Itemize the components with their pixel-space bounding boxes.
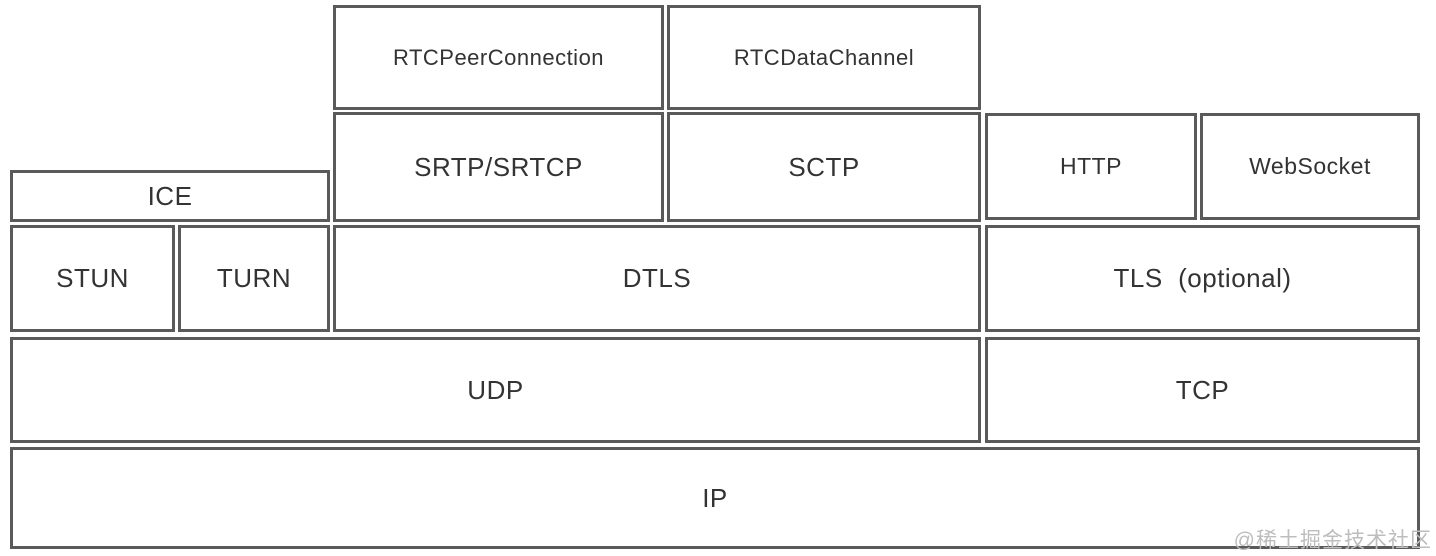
box-websocket: WebSocket [1200, 113, 1420, 220]
box-rtcpeerconnection: RTCPeerConnection [333, 5, 664, 110]
box-ice: ICE [10, 170, 330, 222]
box-dtls: DTLS [333, 225, 981, 332]
box-label: IP [702, 482, 728, 513]
box-label: HTTP [1059, 153, 1123, 179]
box-sctp: SCTP [667, 112, 981, 222]
box-http: HTTP [985, 113, 1197, 220]
box-rtcdatachannel: RTCDataChannel [667, 5, 981, 110]
box-udp: UDP [10, 337, 981, 443]
box-stun: STUN [10, 225, 175, 332]
box-label: RTCPeerConnection [392, 44, 605, 70]
box-label: SCTP [788, 151, 860, 182]
box-tcp: TCP [985, 337, 1420, 443]
box-ip: IP [10, 447, 1420, 549]
box-label: WebSocket [1249, 153, 1371, 179]
box-tls-optional: TLS (optional) [985, 225, 1420, 332]
box-label: DTLS [622, 263, 692, 293]
box-label: STUN [56, 263, 129, 293]
box-label: ICE [147, 180, 193, 211]
box-srtp-srtcp: SRTP/SRTCP [333, 112, 664, 222]
box-turn: TURN [178, 225, 330, 332]
box-label: TLS (optional) [1113, 263, 1292, 293]
box-label: RTCDataChannel [733, 44, 915, 70]
box-label: TURN [216, 263, 292, 293]
box-label: UDP [467, 374, 524, 405]
box-label: TCP [1175, 374, 1230, 405]
box-label: SRTP/SRTCP [414, 151, 583, 182]
